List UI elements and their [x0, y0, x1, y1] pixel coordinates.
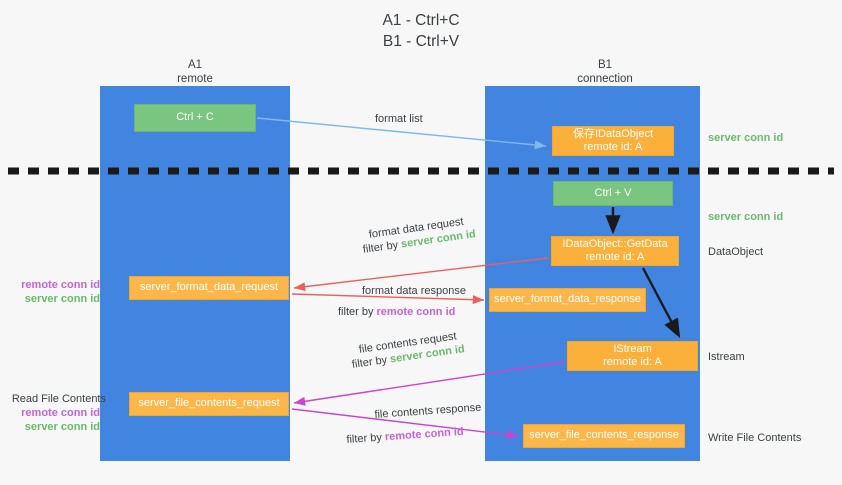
label-remote-conn-id-bottom: remote conn id: [21, 407, 100, 419]
flow-label-file-contents-response: file contents response: [374, 401, 482, 421]
label-read-file-contents: Read File Contents: [11, 393, 106, 405]
box-ctrl-c[interactable]: Ctrl + C: [134, 104, 256, 132]
box-server-file-contents-response[interactable]: server_file_contents_response: [523, 424, 685, 448]
label-remote-conn-id-top: remote conn id: [21, 279, 100, 291]
filter-value-remote-conn-id: remote conn id: [384, 425, 464, 444]
box-istream[interactable]: IStream remote id: A: [567, 341, 698, 371]
filter-prefix: filter by: [346, 431, 386, 446]
page-title: A1 - Ctrl+C B1 - Ctrl+V: [382, 12, 460, 50]
label-server-conn-id-top: server conn id: [708, 132, 784, 144]
flow-label-format-data-response: format data response: [362, 285, 466, 297]
box-server-file-contents-request[interactable]: server_file_contents_request: [129, 392, 289, 416]
filter-prefix: filter by: [362, 238, 402, 256]
flow-label-file-contents-response-filter: filter by remote conn id: [346, 425, 464, 448]
box-server-format-data-response[interactable]: server_format_data_response: [489, 288, 646, 312]
box-save-idataobject[interactable]: 保存IDataObject remote id: A: [552, 126, 674, 156]
lane-a1-header: A1 remote: [177, 59, 213, 85]
filter-prefix: filter by: [338, 306, 377, 318]
label-server-conn-id-left-top: server conn id: [24, 293, 100, 305]
box-idataobject-getdata[interactable]: IDataObject::GetData remote id: A: [551, 236, 679, 266]
label-dataobject: DataObject: [708, 246, 764, 258]
label-left-conn-ids-bottom: remote conn id server conn id: [8, 406, 100, 434]
label-server-conn-id-left-bottom: server conn id: [24, 421, 100, 433]
label-istream: Istream: [708, 351, 745, 363]
lane-b1-header: B1 connection: [577, 59, 633, 85]
label-write-file-contents: Write File Contents: [708, 432, 802, 444]
label-server-conn-id-second: server conn id: [708, 211, 784, 223]
flow-label-format-data-response-filter: filter by remote conn id: [338, 305, 455, 320]
filter-value-remote-conn-id: remote conn id: [376, 306, 456, 318]
box-ctrl-v[interactable]: Ctrl + V: [553, 181, 673, 206]
filter-prefix: filter by: [351, 353, 391, 371]
box-server-format-data-request[interactable]: server_format_data_request: [129, 276, 289, 300]
label-left-conn-ids-top: remote conn id server conn id: [8, 278, 100, 306]
flow-label-format-list: format list: [375, 113, 423, 125]
